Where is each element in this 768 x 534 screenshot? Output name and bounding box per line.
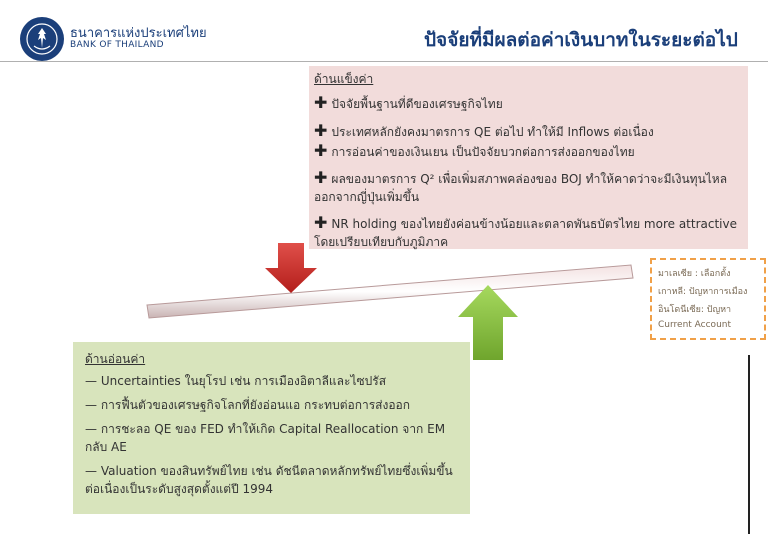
bank-name-en: BANK OF THAILAND [70, 40, 164, 50]
depreciation-item: — Valuation ของสินทรัพย์ไทย เช่น ดัชนีตล… [85, 464, 453, 496]
appreciation-item: ✚ผลของมาตรการ Q² เพื่อเพิ่มสภาพคล่องของ … [314, 168, 728, 205]
dash-icon: — [85, 398, 97, 412]
bank-logo-icon [20, 17, 64, 61]
appreciation-item: ✚ปัจจัยพื้นฐานที่ดีของเศรษฐกิจไทย [314, 93, 503, 112]
depreciation-factors-box: ด้านอ่อนค่า — Uncertainties ในยุโรป เช่น… [73, 342, 470, 514]
callout-line: มาเลเซีย : เลือกตั้ง [658, 269, 731, 279]
plus-icon: ✚ [314, 93, 328, 112]
dash-icon: — [85, 422, 97, 436]
seesaw-beam [146, 264, 634, 319]
header-divider [0, 61, 768, 62]
dash-icon: — [85, 464, 97, 478]
appreciation-heading: ด้านแข็งค่า [314, 72, 374, 86]
plus-icon: ✚ [314, 213, 328, 232]
slide-edge-line [748, 355, 750, 534]
depreciation-item: — การชะลอ QE ของ FED ทำให้เกิด Capital R… [85, 422, 446, 454]
callout-line: Current Account [658, 320, 732, 330]
appreciation-item: ✚การอ่อนค่าของเงินเยน เป็นปัจจัยบวกต่อกา… [314, 141, 635, 160]
appreciation-factors-box: ด้านแข็งค่า ✚ปัจจัยพื้นฐานที่ดีของเศรษฐก… [309, 66, 748, 249]
plus-icon: ✚ [314, 168, 328, 187]
appreciation-item: ✚ประเทศหลักยังคงมาตรการ QE ต่อไป ทำให้มี… [314, 121, 654, 140]
callout-line: เกาหลี: ปัญหาการเมือง [658, 287, 748, 297]
depreciation-item: — Uncertainties ในยุโรป เช่น การเมืองอิต… [85, 374, 387, 388]
depreciation-item: — การฟื้นตัวของเศรษฐกิจโลกที่ยังอ่อนแอ ก… [85, 398, 411, 412]
depreciation-heading: ด้านอ่อนค่า [85, 352, 146, 366]
down-arrow-icon [265, 243, 317, 293]
regional-risks-callout: มาเลเซีย : เลือกตั้ง เกาหลี: ปัญหาการเมื… [650, 258, 766, 340]
plus-icon: ✚ [314, 141, 328, 160]
callout-line: อินโดนีเซีย: ปัญหา [658, 305, 732, 315]
bank-name-th: ธนาคารแห่งประเทศไทย [70, 26, 207, 41]
slide-title: ปัจจัยที่มีผลต่อค่าเงินบาทในระยะต่อไป [424, 29, 738, 51]
appreciation-item: ✚NR holding ของไทยยังค่อนข้างน้อยและตลาด… [314, 213, 737, 250]
plus-icon: ✚ [314, 121, 328, 140]
dash-icon: — [85, 374, 97, 388]
up-arrow-icon [458, 285, 518, 360]
